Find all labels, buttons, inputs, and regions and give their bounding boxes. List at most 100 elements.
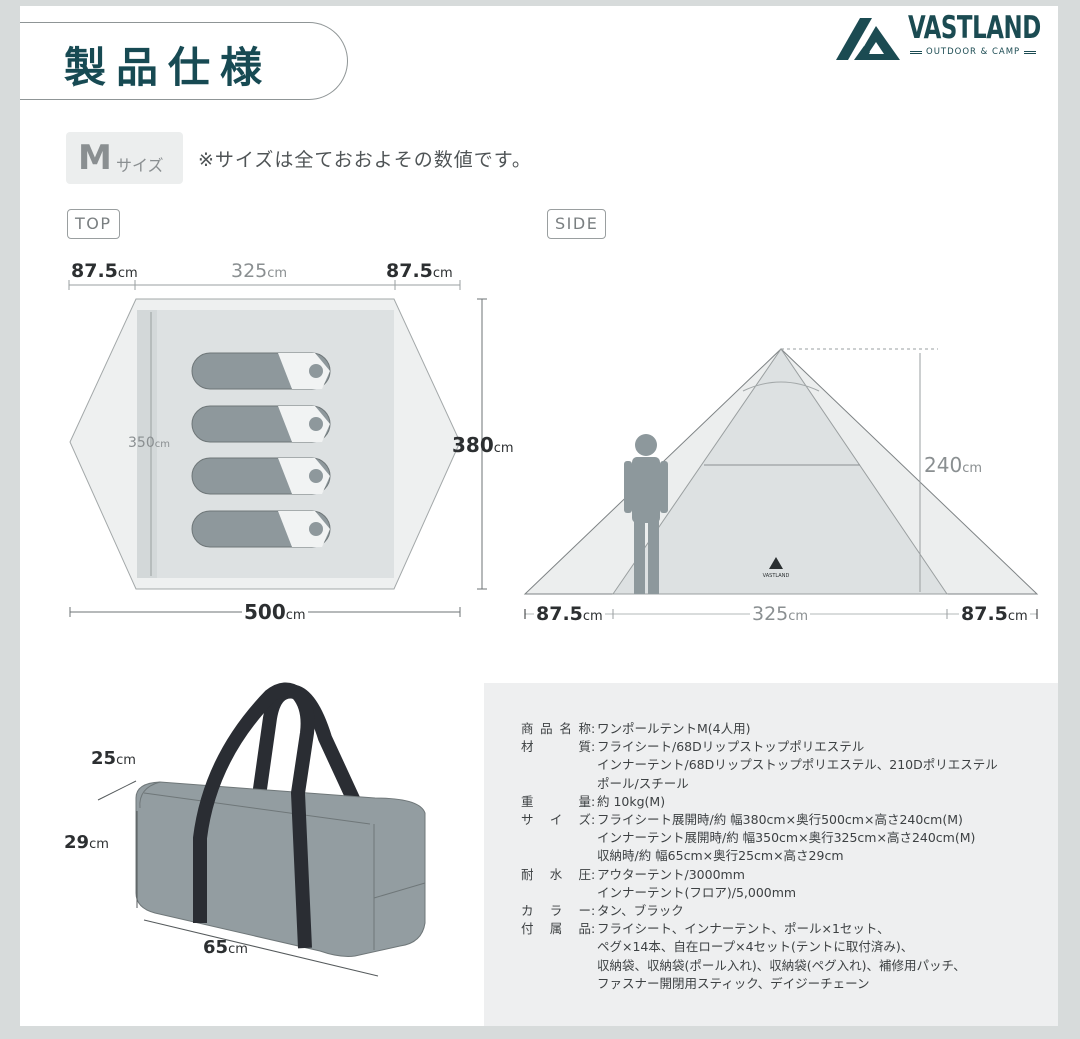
spec-sheet: 製品仕様 VASTLAND OUTDOOR & CAMP M サイズ ※サイズは… [20,6,1058,1026]
dim-unit: cm [493,441,514,456]
sleeping-bag-icon [191,457,331,495]
page-title: 製品仕様 [64,43,273,92]
dim-value: 380 [452,433,494,457]
spec-value: 収納袋、収納袋(ポール入れ)、収納袋(ペグ入れ)、補修用パッチ、 [597,957,966,973]
top-right-vestibule-dim: 87.5cm [386,260,453,282]
dim-unit: cm [962,461,982,476]
spec-value: ワンポールテントM(4人用) [597,721,751,736]
brand-logo: VASTLAND OUTDOOR & CAMP [834,10,1044,62]
title-pill [20,22,348,100]
dim-unit: cm [267,266,288,281]
approx-note: ※サイズは全ておおよその数値です。 [198,149,532,171]
spec-value: インナーテント(フロア)/5,000mm [597,884,797,900]
spec-value: ペグ×14本、自在ロープ×4セット(テントに取付済み)、 [597,939,914,955]
dim-value: 325 [231,260,268,282]
spec-value: アウターテント/3000mm [597,866,745,882]
top-left-vestibule-dim: 87.5cm [71,260,138,282]
spec-colon: : [591,739,596,755]
dim-value: 325 [752,603,789,625]
bag-width-dim: 65cm [203,937,248,958]
top-outer-depth-dim: 380cm [452,433,514,457]
side-left-vestibule-dim: 87.5cm [534,603,605,625]
top-view-diagram [68,280,487,617]
spec-row-size: サイズ: フライシート展開時/約 幅380cm×奥行500cm×高さ240cm(… [521,811,998,866]
dim-value: 87.5 [71,260,118,282]
dim-value: 240 [924,453,963,477]
size-badge: M サイズ [66,132,183,184]
size-letter: M [78,138,112,178]
dim-value: 500 [244,600,286,624]
tagline-divider [910,50,922,54]
dim-unit: cm [89,837,109,852]
side-view-label: SIDE [547,209,607,239]
spec-colon: : [591,903,596,919]
dim-value: 87.5 [961,603,1008,625]
spec-value: フライシート展開時/約 幅380cm×奥行500cm×高さ240cm(M) [597,812,963,828]
brand-tagline: OUTDOOR & CAMP [926,47,1021,57]
brand-name: VASTLAND [908,10,1041,46]
dim-unit: cm [228,942,248,957]
side-height-dim: 240cm [924,453,982,477]
dim-value: 87.5 [386,260,433,282]
spec-colon: : [591,866,596,882]
bag-height-dim: 29cm [64,832,109,853]
spec-key: サイズ [521,812,591,828]
dim-unit: cm [116,753,136,768]
side-right-vestibule-dim: 87.5cm [959,603,1030,625]
spec-value: 収納時/約 幅65cm×奥行25cm×高さ29cm [597,848,844,864]
tent-emblem-icon: VASTLAND [763,557,790,579]
side-center-dim: 325cm [750,603,811,625]
dim-unit: cm [788,609,809,624]
spec-key: 重量 [521,793,591,809]
dim-unit: cm [1007,609,1028,624]
bag-depth-dim: 25cm [91,748,136,769]
spec-panel: 商品名称: ワンポールテントM(4人用) 材質: フライシート/68Dリップスト… [484,683,1058,1026]
dim-value: 29 [64,832,90,853]
dim-unit: cm [154,439,170,450]
dim-value: 350 [128,435,155,451]
spec-value: フライシート、インナーテント、ポール×1セット、 [597,921,890,937]
dim-value: 65 [203,937,229,958]
top-inner-depth-dim: 350cm [128,435,170,451]
carry-bag-illustration [97,682,426,977]
spec-key: 材質 [521,739,591,755]
spec-colon: : [591,721,596,736]
spec-value: ポール/スチール [597,775,689,791]
person-silhouette-icon [624,434,668,594]
top-total-length-dim: 500cm [242,600,308,624]
spec-value: 約 10kg(M) [597,793,666,809]
spec-value: タン、ブラック [597,903,684,919]
spec-row-weight: 重量: 約 10kg(M) [521,793,998,811]
spec-list: 商品名称: ワンポールテントM(4人用) 材質: フライシート/68Dリップスト… [521,720,998,993]
tagline-divider [1024,50,1037,54]
spec-colon: : [591,793,596,809]
dim-unit: cm [582,609,603,624]
spec-value: フライシート/68Dリップストップポリエステル [597,739,865,755]
svg-text:VASTLAND: VASTLAND [763,573,790,579]
size-suffix: サイズ [116,156,164,175]
mountain-logo-icon [836,18,900,60]
brand-tagline-row: OUTDOOR & CAMP [910,47,1037,57]
spec-key: カラー [521,903,591,919]
top-center-dim: 325cm [231,260,287,282]
sleeping-bag-icon [191,405,331,443]
dim-unit: cm [117,266,138,281]
sleeping-bag-icon [191,352,331,390]
spec-key: 耐水圧 [521,866,591,882]
sleeping-bag-icon [191,510,331,548]
spec-row-material: 材質: フライシート/68Dリップストップポリエステル インナーテント/68Dリ… [521,738,998,793]
spec-row-water-resistance: 耐水圧: アウターテント/3000mm インナーテント(フロア)/5,000mm [521,866,998,902]
spec-value: ファスナー開閉用スティック、デイジーチェーン [597,975,870,991]
dim-unit: cm [432,266,453,281]
spec-colon: : [591,812,596,828]
spec-value: インナーテント展開時/約 幅350cm×奥行325cm×高さ240cm(M) [597,830,976,846]
spec-key: 付属品 [521,921,591,937]
top-view-label: TOP [67,209,120,239]
spec-row-product-name: 商品名称: ワンポールテントM(4人用) [521,720,998,738]
spec-key: 商品名称 [521,721,591,736]
spec-value: インナーテント/68Dリップストップポリエステル、210Dポリエステル [597,757,998,773]
spec-row-accessories: 付属品: フライシート、インナーテント、ポール×1セット、 ペグ×14本、自在ロ… [521,920,998,993]
dim-value: 25 [91,748,117,769]
dim-unit: cm [285,608,306,623]
spec-colon: : [591,921,596,937]
